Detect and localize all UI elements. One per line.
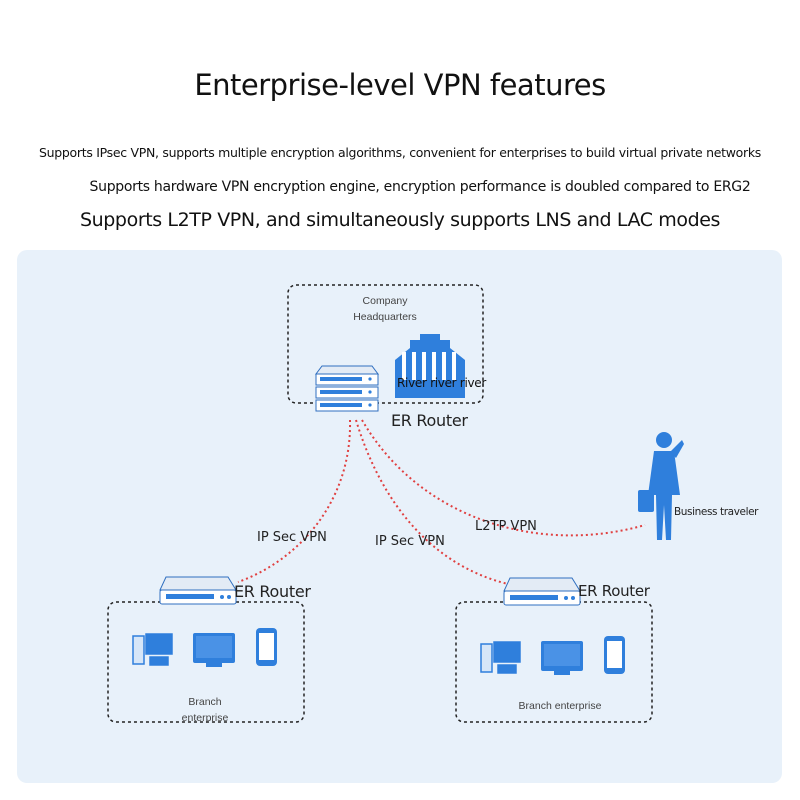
ipsec-label-1: IP Sec VPN	[257, 530, 327, 545]
hq-label: Company Headquarters	[340, 293, 430, 325]
branch1-label-line1: Branch	[188, 696, 222, 708]
feature-line-hardware: Supports hardware VPN encryption engine,…	[89, 179, 751, 195]
branch1-label-line2: enterprise	[181, 712, 229, 724]
hq-label-line1: Company	[362, 295, 408, 307]
branch2-label: Branch enterprise	[518, 700, 602, 712]
smartphone-icon-2	[604, 636, 625, 674]
desktop-computer-icon-2	[480, 641, 521, 674]
feature-line-ipsec: Supports IPsec VPN, supports multiple en…	[39, 145, 761, 160]
l2tp-label: L2TP VPN	[475, 519, 537, 534]
ipsec-label-2: IP Sec VPN	[375, 534, 445, 549]
branch2-router-icon	[503, 577, 581, 606]
hq-box	[287, 284, 484, 404]
branch1-router-label: ER Router	[234, 582, 311, 601]
page-title: Enterprise-level VPN features	[194, 68, 606, 102]
business-traveler-icon	[638, 432, 684, 540]
hq-router-label: ER Router	[391, 411, 468, 430]
branch2-router-label: ER Router	[578, 582, 650, 600]
monitor-icon-2	[541, 641, 583, 675]
desktop-computer-icon	[132, 633, 173, 666]
monitor-icon	[193, 633, 235, 667]
hq-router-icon	[315, 365, 379, 412]
branch1-label: Branch enterprise	[160, 694, 250, 726]
diagram-panel	[17, 250, 782, 783]
traveler-label: Business traveler	[674, 506, 759, 518]
ipsec-link-branch2	[355, 419, 509, 585]
branch1-router-icon	[159, 576, 237, 605]
smartphone-icon	[256, 628, 277, 666]
ipsec-link-branch1	[237, 419, 352, 583]
feature-line-l2tp: Supports L2TP VPN, and simultaneously su…	[79, 209, 721, 231]
hq-building-label: River river river	[397, 376, 486, 390]
building-icon	[395, 334, 465, 398]
hq-label-line2: Headquarters	[353, 311, 417, 323]
